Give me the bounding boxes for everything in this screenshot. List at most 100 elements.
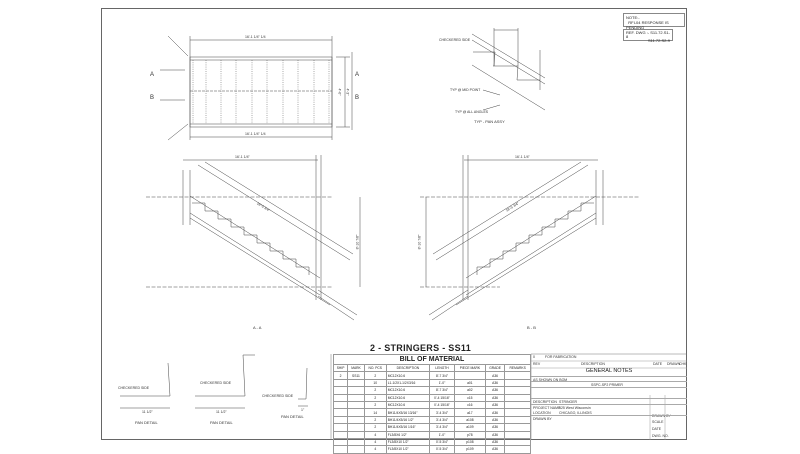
bom-cell: [504, 378, 531, 388]
bom-cell: 2: [363, 400, 387, 410]
bom-cell: BH11/4X5/16 1/16": [385, 423, 431, 432]
description-value: STRINGER: [559, 400, 578, 404]
pan-detail-3-note: CHECKERED SIDE: [262, 394, 294, 398]
tb-line: [531, 398, 687, 405]
bom-cell: 2: [363, 415, 387, 425]
bom-cell: FL3/8X6 1/2": [385, 430, 431, 439]
bom-cell: BH11/4X5/16 1/2": [385, 415, 431, 425]
bill-of-material-table: BILL OF MATERIAL SHIP MARK NO. PCS DESCR…: [332, 354, 531, 454]
bom-cell: [347, 400, 365, 410]
pan-detail-3-dim: 1": [301, 408, 305, 412]
bom-cell: [332, 393, 349, 402]
bom-cell: [332, 415, 349, 425]
bom-cell: [332, 386, 349, 395]
description-label: DESCRIPTION: [533, 400, 557, 404]
bom-cell: [347, 430, 365, 439]
ref-value-2: S11.72.S2-9: [648, 38, 670, 43]
bom-cell: 1'-0": [429, 430, 455, 439]
bom-cell: MC12X10.6: [385, 386, 431, 395]
bom-cell: [347, 408, 365, 417]
pan-assy-all-angles: TYP @ ALL ANGLES: [455, 110, 489, 114]
bom-header: REMARKS: [504, 363, 531, 373]
bom-cell: [332, 430, 349, 439]
bom-cell: a02: [453, 386, 486, 395]
bom-cell: 8'-7 3/4": [429, 371, 455, 380]
rev-description-header: DESCRIPTION: [581, 362, 605, 366]
pan-detail-2-dim: 11 1/2": [216, 410, 227, 414]
bom-cell: [504, 415, 531, 425]
tb-line: [531, 404, 687, 416]
bom-cell: [332, 437, 349, 447]
bom-cell: p109: [453, 445, 486, 454]
project-value: 525 West Wisconsin: [559, 406, 591, 410]
bom-cell: [504, 430, 531, 439]
bom-cell: c16: [453, 400, 486, 410]
bom-cell: 4: [363, 445, 387, 454]
bom-cell: FL3/8X10 1/2": [385, 445, 431, 454]
bom-cell: 0'-5 3/4": [429, 445, 455, 454]
bom-cell: 3'-4 3/4": [429, 415, 455, 425]
revision-description: FOR FABRICATION: [545, 355, 577, 359]
bom-cell: 0'-5 3/4": [429, 437, 455, 447]
bom-header: GRADE: [484, 363, 506, 373]
bom-cell: A36: [484, 437, 506, 447]
pan-detail-3-label: PAN DETAIL: [281, 414, 304, 419]
bom-cell: [332, 423, 349, 432]
bom-cell: 4: [363, 430, 387, 439]
bom-cell: 4: [363, 437, 387, 447]
bom-cell: a17: [453, 408, 486, 417]
tb-line: [531, 387, 687, 399]
ref-value-1: S11.72.S1-8: [626, 30, 670, 39]
section-a-view: [146, 155, 361, 321]
bom-cell: A36: [484, 393, 506, 402]
bom-cell: [347, 378, 365, 388]
bom-cell: 1'-0": [429, 378, 455, 388]
project-label: PROJECT NAME: [533, 406, 561, 410]
bom-cell: a109: [453, 423, 486, 432]
reference-drawing-box: REF. DWG :- S11.72.S1-8 S11.72.S2-9: [623, 29, 673, 43]
pan-detail-2-note: CHECKERED SIDE: [200, 381, 232, 385]
bom-cell: A36: [484, 371, 506, 380]
section-b-rise: 8'-10 7/8": [417, 234, 422, 250]
tb-line: [531, 376, 687, 382]
tb-line: [531, 381, 687, 388]
location-value: CHICAGO, ILLINOIS: [559, 411, 592, 415]
bom-cell: 3'-4 3/4": [429, 408, 455, 417]
bom-cell: [504, 371, 531, 380]
location-label: LOCATION: [533, 411, 551, 415]
bom-cell: [347, 445, 365, 454]
bom-cell: [504, 386, 531, 395]
general-notes-title: GENERAL NOTES: [531, 368, 687, 377]
bom-cell: [504, 445, 531, 454]
revision-number: 0: [533, 355, 535, 359]
note-box: NOTE:- RFI-04 RESPONSE IS PENDING: [623, 13, 685, 30]
pan-details: [120, 354, 308, 409]
pan-assy-mid-point: TYP @ MID POINT: [450, 88, 481, 92]
bom-cell: a108: [453, 415, 486, 425]
side-field-drawn-by: DRAWN BY: [652, 414, 671, 418]
drawn-by-label: DRAWN BY: [533, 417, 552, 421]
plan-bottom-length: 16'-1 1/4" 1/4: [245, 132, 266, 136]
bom-header: DESCRIPTION: [385, 363, 431, 373]
side-field-scale: SCALE: [652, 420, 664, 424]
section-mark-b-right: B: [355, 95, 360, 101]
bom-cell: MC12X10.6: [385, 400, 431, 410]
drawing-title: 2 - STRINGERS - SS11: [370, 343, 472, 353]
bom-header: PIECE MARK: [453, 363, 486, 373]
bom-cell: p108: [453, 437, 486, 447]
bom-cell: A36: [484, 378, 506, 388]
plan-width-inner: 4'-0": [337, 88, 342, 96]
bom-cell: A36: [484, 445, 506, 454]
bom-cell: [504, 408, 531, 417]
pan-assembly-view: [471, 28, 546, 111]
bom-cell: MC12X10.6: [385, 371, 431, 380]
bom-cell: A36: [484, 423, 506, 432]
pan-assy-title: TYP - PAN ASSY: [474, 119, 505, 124]
bom-cell: A36: [484, 415, 506, 425]
bom-cell: [347, 393, 365, 402]
